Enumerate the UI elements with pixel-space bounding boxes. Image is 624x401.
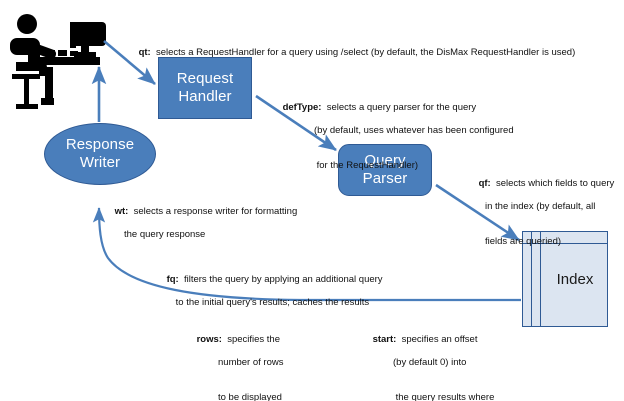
node-index-label: Index — [556, 270, 594, 288]
annotation-wt-line-1: the query response — [124, 228, 206, 240]
annotation-rows-term: rows: — [196, 333, 228, 345]
annotation-wt-line-0: selects a response writer for formatting — [133, 205, 298, 217]
annotation-deftype-line-0: selects a query parser for the query — [326, 101, 477, 113]
annotation-rows: rows: specifies the number of rows to be… — [186, 322, 284, 401]
annotation-qt-line-0: selects a RequestHandler for a query usi… — [155, 46, 576, 58]
annotation-start-term: start: — [372, 333, 402, 345]
annotation-qt: qt: selects a RequestHandler for a query… — [128, 35, 576, 70]
node-query-parser-line1: Query — [364, 151, 406, 169]
node-query-parser[interactable]: Query Parser — [338, 144, 432, 196]
annotation-deftype: defType: selects a query parser for the … — [272, 90, 514, 194]
node-query-parser-line2: Parser — [362, 170, 408, 187]
annotation-fq: fq: filters the query by applying an add… — [156, 262, 383, 332]
index-top-divider — [523, 243, 607, 245]
annotation-rows-line-0: specifies the — [227, 333, 280, 345]
annotation-qt-term: qt: — [138, 46, 156, 58]
annotation-rows-line-1: number of rows — [218, 356, 284, 368]
annotation-fq-line-1: to the initial query's results; caches t… — [173, 296, 370, 308]
annotation-fq-term: fq: — [166, 273, 184, 285]
arrow-request-handler-to-query-parser — [255, 94, 337, 152]
index-left-divider-inner — [540, 232, 542, 326]
node-request-handler-line1: Request — [176, 69, 234, 87]
annotation-start: start: specifies an offset (by default 0… — [362, 322, 495, 401]
annotation-wt-term: wt: — [114, 205, 134, 217]
annotation-qf-line-0: selects which fields to query — [495, 177, 615, 189]
annotation-deftype-line-1: (by default, uses whatever has been conf… — [314, 124, 514, 136]
annotation-fq-line-0: filters the query by applying an additio… — [183, 273, 383, 285]
annotation-wt: wt: selects a response writer for format… — [104, 194, 298, 264]
annotation-qf: qf: selects which fields to query in the… — [468, 166, 615, 270]
node-response-writer-line1: Response — [65, 135, 135, 153]
arrow-query-parser-to-index — [435, 183, 520, 242]
node-request-handler[interactable]: Request Handler — [158, 57, 252, 119]
node-response-writer-line2: Writer — [79, 154, 121, 171]
person-at-desk-icon — [10, 14, 106, 109]
annotation-start-line-2: the query results where — [393, 391, 495, 401]
node-response-writer[interactable]: Response Writer — [44, 123, 156, 185]
annotation-start-line-0: specifies an offset — [401, 333, 478, 345]
node-request-handler-line2: Handler — [178, 88, 232, 105]
annotation-deftype-line-2: for the RequestHandler) — [314, 159, 419, 171]
arrow-index-to-response-writer — [92, 207, 521, 302]
node-index[interactable]: Index — [522, 231, 608, 327]
annotation-start-line-1: (by default 0) into — [393, 356, 467, 368]
index-left-divider-outer — [531, 232, 533, 326]
arrow-user-to-request-handler — [103, 40, 156, 85]
annotation-qf-line-2: fields are queried) — [485, 235, 562, 247]
annotation-rows-line-2: to be displayed — [218, 391, 282, 401]
annotation-qf-line-1: in the index (by default, all — [485, 200, 596, 212]
annotation-deftype-term: defType: — [282, 101, 327, 113]
annotation-qf-term: qf: — [478, 177, 496, 189]
